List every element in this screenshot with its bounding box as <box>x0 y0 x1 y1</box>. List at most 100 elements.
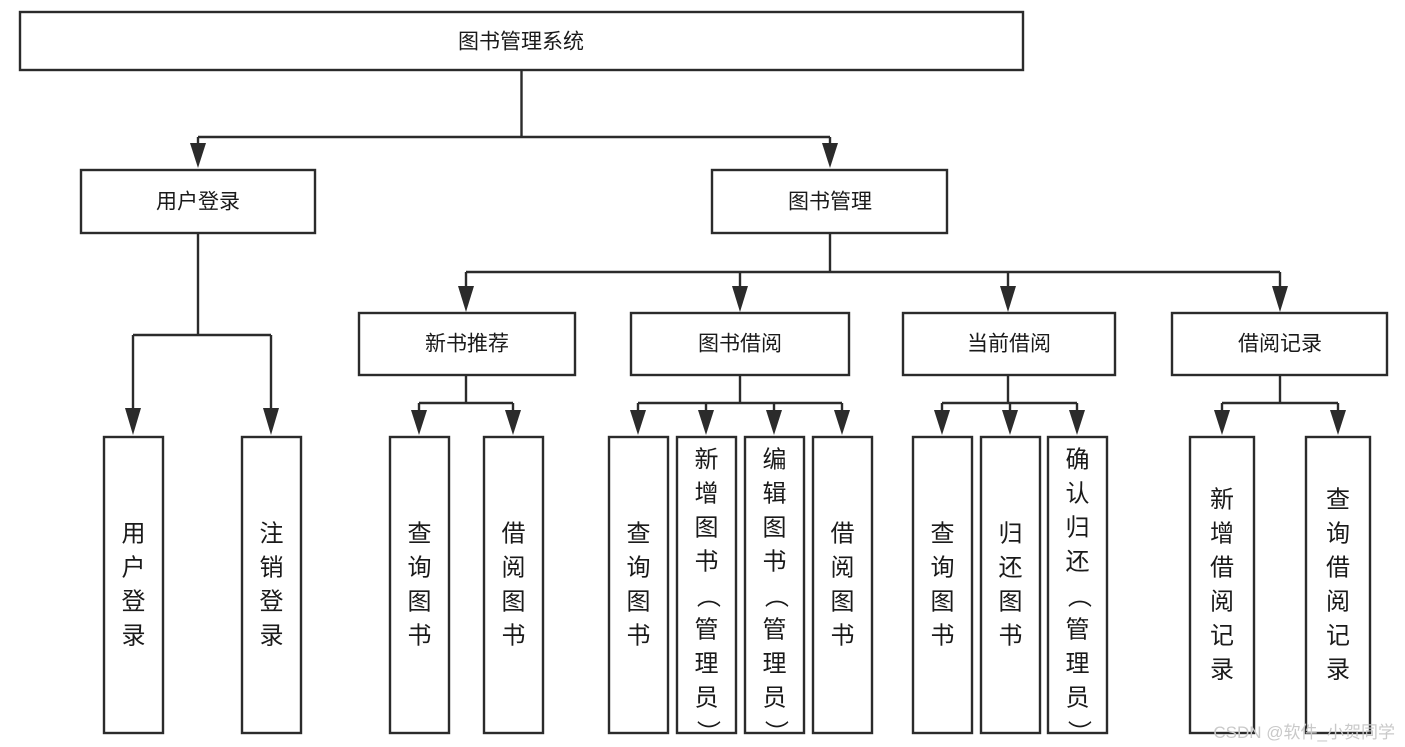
leaf-new-book-1-box[interactable] <box>388 435 451 735</box>
node-user-login-box[interactable] <box>79 168 317 235</box>
svg-text:录: 录 <box>122 622 146 649</box>
svg-text:编: 编 <box>763 446 787 473</box>
node-root-label: 图书管理系统 <box>458 31 584 54</box>
svg-text:（: （ <box>762 584 789 608</box>
svg-text:阅: 阅 <box>502 554 526 581</box>
svg-text:查: 查 <box>627 520 651 547</box>
arrow-to-book-borrow <box>732 286 748 312</box>
arrow-newbook-leaf-1 <box>411 410 427 435</box>
node-user-login-label: 用户登录 <box>156 191 240 214</box>
leaf-borrow-record-1[interactable] <box>1188 435 1256 735</box>
svg-text:查: 查 <box>1326 486 1350 513</box>
svg-text:辑: 辑 <box>763 480 787 507</box>
svg-text:书: 书 <box>408 622 432 649</box>
svg-text:询: 询 <box>627 554 651 581</box>
arrow-to-user-login <box>190 143 206 168</box>
leaf-book-borrow-4-box[interactable] <box>811 435 874 735</box>
node-current-borrow-label: 当前借阅 <box>967 333 1051 356</box>
svg-text:书: 书 <box>831 622 855 649</box>
leaf-book-borrow-1-box[interactable] <box>607 435 670 735</box>
svg-text:（: （ <box>694 584 721 608</box>
node-root-box[interactable] <box>18 10 1025 72</box>
leaf-borrow-record-2-box[interactable] <box>1304 435 1372 735</box>
svg-text:图: 图 <box>999 588 1023 615</box>
svg-text:增: 增 <box>1210 520 1234 547</box>
svg-text:图: 图 <box>831 588 855 615</box>
svg-text:记: 记 <box>1326 622 1350 649</box>
leaf-book-borrow-3-box[interactable] <box>743 435 806 735</box>
svg-text:借: 借 <box>1326 554 1350 581</box>
svg-text:录: 录 <box>1326 656 1350 683</box>
arrow-borrow-leaf-1 <box>630 410 646 435</box>
node-current-borrow-box[interactable] <box>901 311 1117 377</box>
svg-text:书: 书 <box>999 622 1023 649</box>
node-book-borrow-box[interactable] <box>629 311 851 377</box>
svg-text:新: 新 <box>695 446 719 473</box>
node-borrow-record[interactable]: 借阅记录 <box>1170 311 1389 377</box>
leaf-new-book-2-box[interactable] <box>482 435 545 735</box>
leaf-current-borrow-3[interactable] <box>1046 435 1109 735</box>
leaf-user-login-1[interactable] <box>102 435 165 735</box>
svg-text:）: ） <box>762 720 789 744</box>
node-borrow-record-box[interactable] <box>1170 311 1389 377</box>
leaf-borrow-record-2[interactable] <box>1304 435 1372 735</box>
leaf-current-borrow-3-box[interactable] <box>1046 435 1109 735</box>
node-new-book-recommend-label: 新书推荐 <box>425 333 509 356</box>
svg-text:阅: 阅 <box>1326 588 1350 615</box>
node-book-borrow[interactable]: 图书借阅 <box>629 311 851 377</box>
arrow-borrow-leaf-2 <box>698 410 714 435</box>
svg-text:还: 还 <box>1066 548 1090 575</box>
svg-text:归: 归 <box>999 520 1023 547</box>
leaf-book-borrow-2[interactable] <box>675 435 738 735</box>
node-new-book-recommend-box[interactable] <box>357 311 577 377</box>
leaf-user-login-2-box[interactable] <box>240 435 303 735</box>
leaf-user-login-2[interactable] <box>240 435 303 735</box>
svg-text:管: 管 <box>1066 616 1090 643</box>
leaf-book-borrow-3[interactable] <box>743 435 806 735</box>
leaf-current-borrow-1[interactable] <box>911 435 974 735</box>
svg-text:阅: 阅 <box>1210 588 1234 615</box>
svg-text:管: 管 <box>695 616 719 643</box>
arrow-current-leaf-1 <box>934 410 950 435</box>
svg-text:确: 确 <box>1066 446 1090 473</box>
svg-text:录: 录 <box>260 622 284 649</box>
arrow-to-borrow-record <box>1272 286 1288 312</box>
leaf-book-borrow-1[interactable] <box>607 435 670 735</box>
svg-text:书: 书 <box>931 622 955 649</box>
leaf-current-borrow-2-box[interactable] <box>979 435 1042 735</box>
svg-text:图: 图 <box>502 588 526 615</box>
leaf-current-borrow-1-box[interactable] <box>911 435 974 735</box>
svg-text:员: 员 <box>763 684 787 711</box>
node-current-borrow[interactable]: 当前借阅 <box>901 311 1117 377</box>
svg-text:图: 图 <box>695 514 719 541</box>
svg-text:书: 书 <box>763 548 787 575</box>
svg-text:询: 询 <box>408 554 432 581</box>
svg-text:借: 借 <box>502 520 526 547</box>
svg-text:）: ） <box>1065 720 1092 744</box>
node-book-manage-box[interactable] <box>710 168 949 235</box>
svg-text:借: 借 <box>831 520 855 547</box>
node-root[interactable]: 图书管理系统 <box>18 10 1025 72</box>
node-user-login[interactable]: 用户登录 <box>79 168 317 235</box>
leaf-new-book-2[interactable] <box>482 435 545 735</box>
leaf-book-borrow-2-box[interactable] <box>675 435 738 735</box>
connector-group <box>125 70 1346 435</box>
leaf-new-book-1[interactable] <box>388 435 451 735</box>
node-book-manage-label: 图书管理 <box>788 191 872 214</box>
svg-text:查: 查 <box>408 520 432 547</box>
svg-text:归: 归 <box>1066 514 1090 541</box>
leaf-current-borrow-2[interactable] <box>979 435 1042 735</box>
node-new-book-recommend[interactable]: 新书推荐 <box>357 311 577 377</box>
node-book-manage[interactable]: 图书管理 <box>710 168 949 235</box>
leaf-book-borrow-4[interactable] <box>811 435 874 735</box>
leaf-user-login-1-box[interactable] <box>102 435 165 735</box>
svg-text:增: 增 <box>695 480 719 507</box>
node-book-borrow-label: 图书借阅 <box>698 333 782 356</box>
leaf-borrow-record-1-box[interactable] <box>1188 435 1256 735</box>
